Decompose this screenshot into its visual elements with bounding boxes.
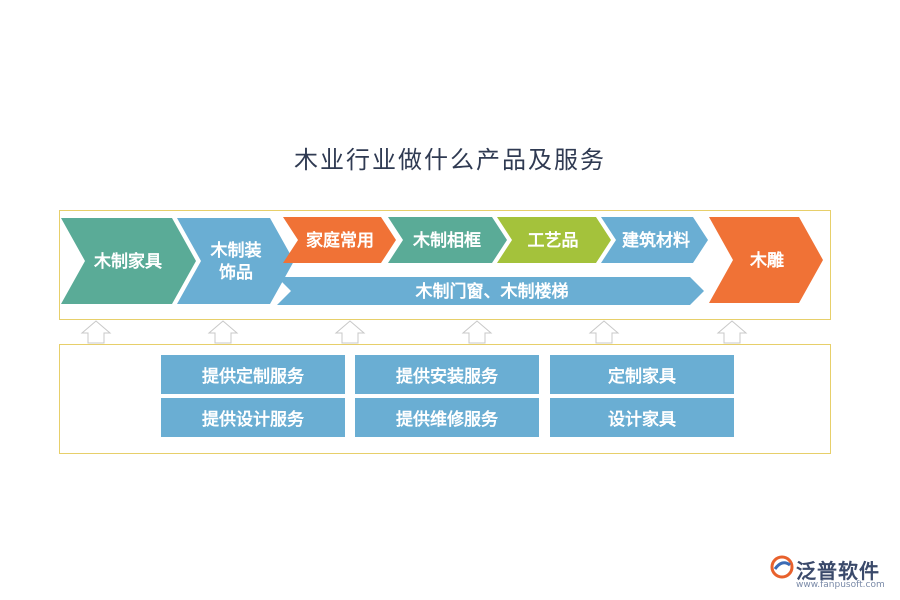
up-arrow-icon xyxy=(80,320,112,344)
chevron-wood-carving xyxy=(709,217,823,303)
chevron-crafts xyxy=(497,217,611,263)
label-wood-decor-line2: 饰品 xyxy=(219,262,253,283)
services-container xyxy=(59,344,831,454)
arrow-doors-stairs xyxy=(277,277,704,305)
up-arrow-icon xyxy=(334,320,366,344)
service-design: 提供设计服务 xyxy=(161,398,345,437)
service-custom: 提供定制服务 xyxy=(161,355,345,394)
page-title: 木业行业做什么产品及服务 xyxy=(294,146,606,174)
products-container xyxy=(59,210,831,320)
fanpu-logo-icon xyxy=(770,555,794,579)
service-design-furniture: 设计家具 xyxy=(550,398,734,437)
brand-logo: 泛普软件 www.fanpusoft.com xyxy=(770,553,895,595)
up-arrow-icon xyxy=(207,320,239,344)
logo-url: www.fanpusoft.com xyxy=(796,580,885,590)
chevron-household xyxy=(283,217,396,263)
label-building-materials: 建筑材料 xyxy=(622,230,690,251)
service-custom-furniture: 定制家具 xyxy=(550,355,734,394)
up-arrow-icon xyxy=(461,320,493,344)
label-wood-decor-line1: 木制装 xyxy=(210,240,262,261)
chevron-wood-furniture xyxy=(61,218,196,304)
service-repair: 提供维修服务 xyxy=(355,398,539,437)
label-wood-carving: 木雕 xyxy=(749,250,784,271)
label-wood-furniture: 木制家具 xyxy=(93,251,162,272)
label-wood-frame: 木制相框 xyxy=(412,230,481,251)
up-arrow-icon xyxy=(588,320,620,344)
label-doors-stairs: 木制门窗、木制楼梯 xyxy=(415,281,569,302)
chevron-building-materials xyxy=(601,217,708,263)
chevron-wood-decor xyxy=(177,218,294,304)
chevron-wood-frame xyxy=(388,217,507,263)
label-crafts: 工艺品 xyxy=(528,230,579,251)
label-household: 家庭常用 xyxy=(306,230,374,251)
logo-name: 泛普软件 xyxy=(796,559,880,583)
up-arrow-icon xyxy=(716,320,748,344)
service-install: 提供安装服务 xyxy=(355,355,539,394)
